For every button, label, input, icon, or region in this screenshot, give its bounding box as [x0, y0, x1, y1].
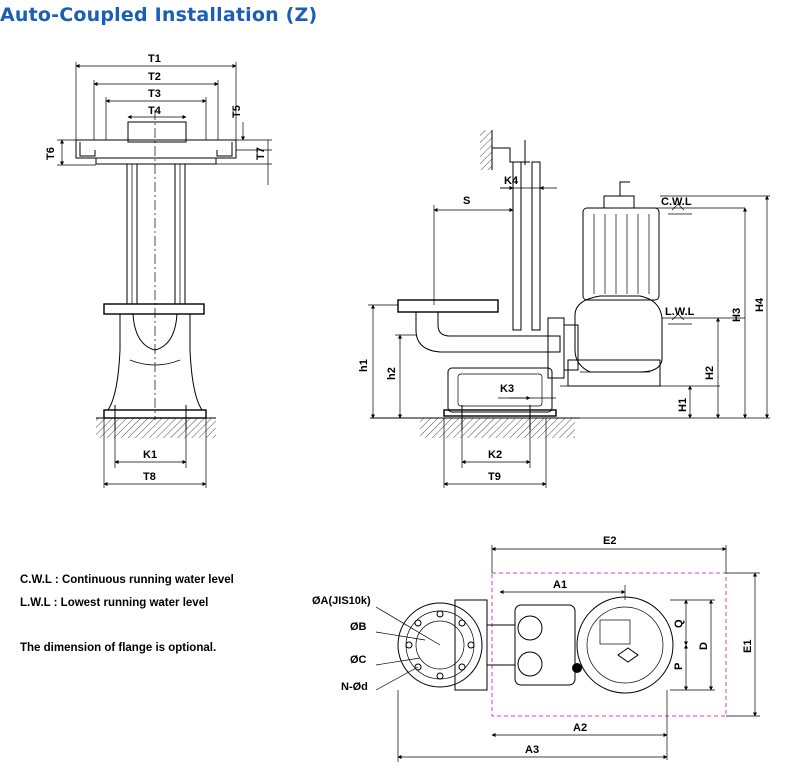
front-view: T1 T2 T3 T4 T5 T6 T7 K1 T8: [45, 53, 272, 488]
dim-H1: H1: [677, 398, 689, 412]
dim-H2: H2: [704, 366, 716, 380]
dim-K4: K4: [504, 175, 519, 187]
side-view: S K4 h1 h2 K3 H1 H2 H3 H4 C.W.L L.W.L K2…: [358, 130, 770, 488]
dim-P: P: [673, 663, 685, 670]
dim-T4: T4: [148, 105, 162, 117]
dim-T7: T7: [255, 147, 267, 160]
dim-K3: K3: [500, 383, 514, 395]
page-title: Auto-Coupled Installation (Z): [0, 4, 318, 26]
label-nphid: N-Ød: [341, 681, 368, 693]
dim-h2: h2: [386, 367, 398, 380]
dim-K1: K1: [143, 449, 157, 461]
dim-T6: T6: [45, 147, 57, 160]
dim-Q: Q: [673, 619, 685, 628]
plan-view: E2 A1 A2 A3 Q P D E1 ØA(JIS10k) ØB ØC N-…: [312, 535, 760, 762]
label-phiC: ØC: [350, 654, 367, 666]
dim-T2: T2: [148, 71, 161, 83]
dim-T9: T9: [488, 471, 501, 483]
dim-T3: T3: [148, 88, 161, 100]
dim-T5: T5: [231, 105, 243, 118]
dim-S: S: [463, 195, 470, 207]
dim-H3: H3: [731, 308, 743, 322]
label-phiB: ØB: [350, 621, 367, 633]
dim-T8: T8: [143, 471, 156, 483]
dim-H4: H4: [754, 297, 766, 312]
dim-h1: h1: [358, 359, 370, 372]
label-lwl: L.W.L: [665, 306, 695, 318]
dim-D: D: [698, 642, 710, 650]
dim-K2: K2: [488, 449, 502, 461]
dim-A1: A1: [553, 579, 567, 591]
dim-A3: A3: [525, 744, 539, 756]
dim-E1: E1: [742, 640, 754, 653]
dim-A2: A2: [573, 722, 587, 734]
note-lwl: L.W.L : Lowest running water level: [20, 597, 209, 609]
dim-T1: T1: [148, 53, 161, 65]
note-cwl: C.W.L : Continuous running water level: [20, 574, 234, 586]
note-flange: The dimension of flange is optional.: [20, 642, 217, 654]
label-cwl: C.W.L: [661, 196, 692, 208]
footprint-outline: [491, 572, 727, 717]
dim-E2: E2: [603, 535, 616, 547]
label-phiA: ØA(JIS10k): [312, 595, 371, 607]
